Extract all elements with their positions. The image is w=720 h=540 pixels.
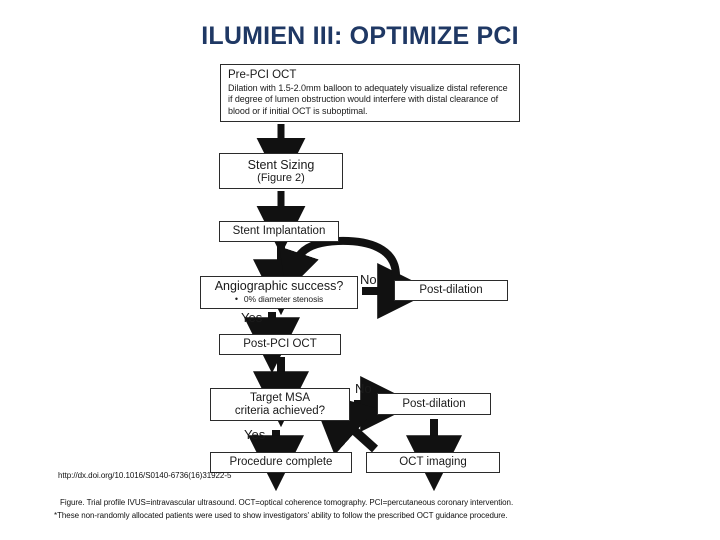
doi-link[interactable]: http://dx.doi.org/10.1016/S0140-6736(16)…	[58, 471, 232, 480]
node-post-dilation-1: Post-dilation	[394, 280, 508, 301]
node-post-dilation-2: Post-dilation	[377, 393, 491, 415]
node-stent-implantation: Stent Implantation	[219, 221, 339, 242]
node-angiographic-success-question: Angiographic success?	[214, 279, 344, 293]
node-pre-pci-oct-body: Dilation with 1.5-2.0mm balloon to adequ…	[228, 82, 508, 116]
node-procedure-complete: Procedure complete	[210, 452, 352, 473]
node-target-msa-criteria: Target MSA criteria achieved?	[210, 388, 350, 421]
node-post-pci-oct: Post-PCI OCT	[219, 334, 341, 355]
figure-caption-line-1: Figure. Trial profile IVUS=intravascular…	[60, 498, 514, 507]
figure-caption: Figure. Trial profile IVUS=intravascular…	[52, 497, 672, 523]
node-pre-pci-oct-title: Pre-PCI OCT	[228, 69, 297, 81]
node-angiographic-success-bullet-text: 0% diameter stenosis	[243, 294, 324, 304]
edge-label-no-target-msa: No	[355, 381, 372, 396]
arrow-octimaging-back-to-targetmsa	[308, 389, 379, 456]
bullet-dot-icon: •	[234, 294, 238, 305]
node-stent-sizing: Stent Sizing (Figure 2)	[219, 153, 343, 189]
figure-caption-line-2: *These non-randomly allocated patients w…	[54, 510, 508, 520]
node-angiographic-success-criterion: • 0% diameter stenosis	[234, 294, 324, 305]
node-stent-sizing-line1: Stent Sizing	[247, 157, 315, 172]
page-title: ILUMIEN III: OPTIMIZE PCI	[201, 22, 519, 50]
node-angiographic-success: Angiographic success? • 0% diameter sten…	[200, 276, 358, 309]
node-oct-imaging: OCT imaging	[366, 452, 500, 473]
arrow-postdilation-feedback-loop	[279, 236, 400, 293]
node-pre-pci-oct: Pre-PCI OCT Dilation with 1.5-2.0mm ball…	[220, 64, 520, 122]
edge-label-no-angiographic: No	[360, 272, 377, 287]
node-target-msa-line1: Target MSA	[249, 391, 311, 404]
node-target-msa-line2: criteria achieved?	[234, 404, 326, 417]
node-stent-sizing-line2: (Figure 2)	[257, 171, 305, 184]
edge-label-yes-target-msa: Yes	[244, 427, 266, 442]
edge-label-yes-angiographic: Yes	[241, 310, 263, 325]
